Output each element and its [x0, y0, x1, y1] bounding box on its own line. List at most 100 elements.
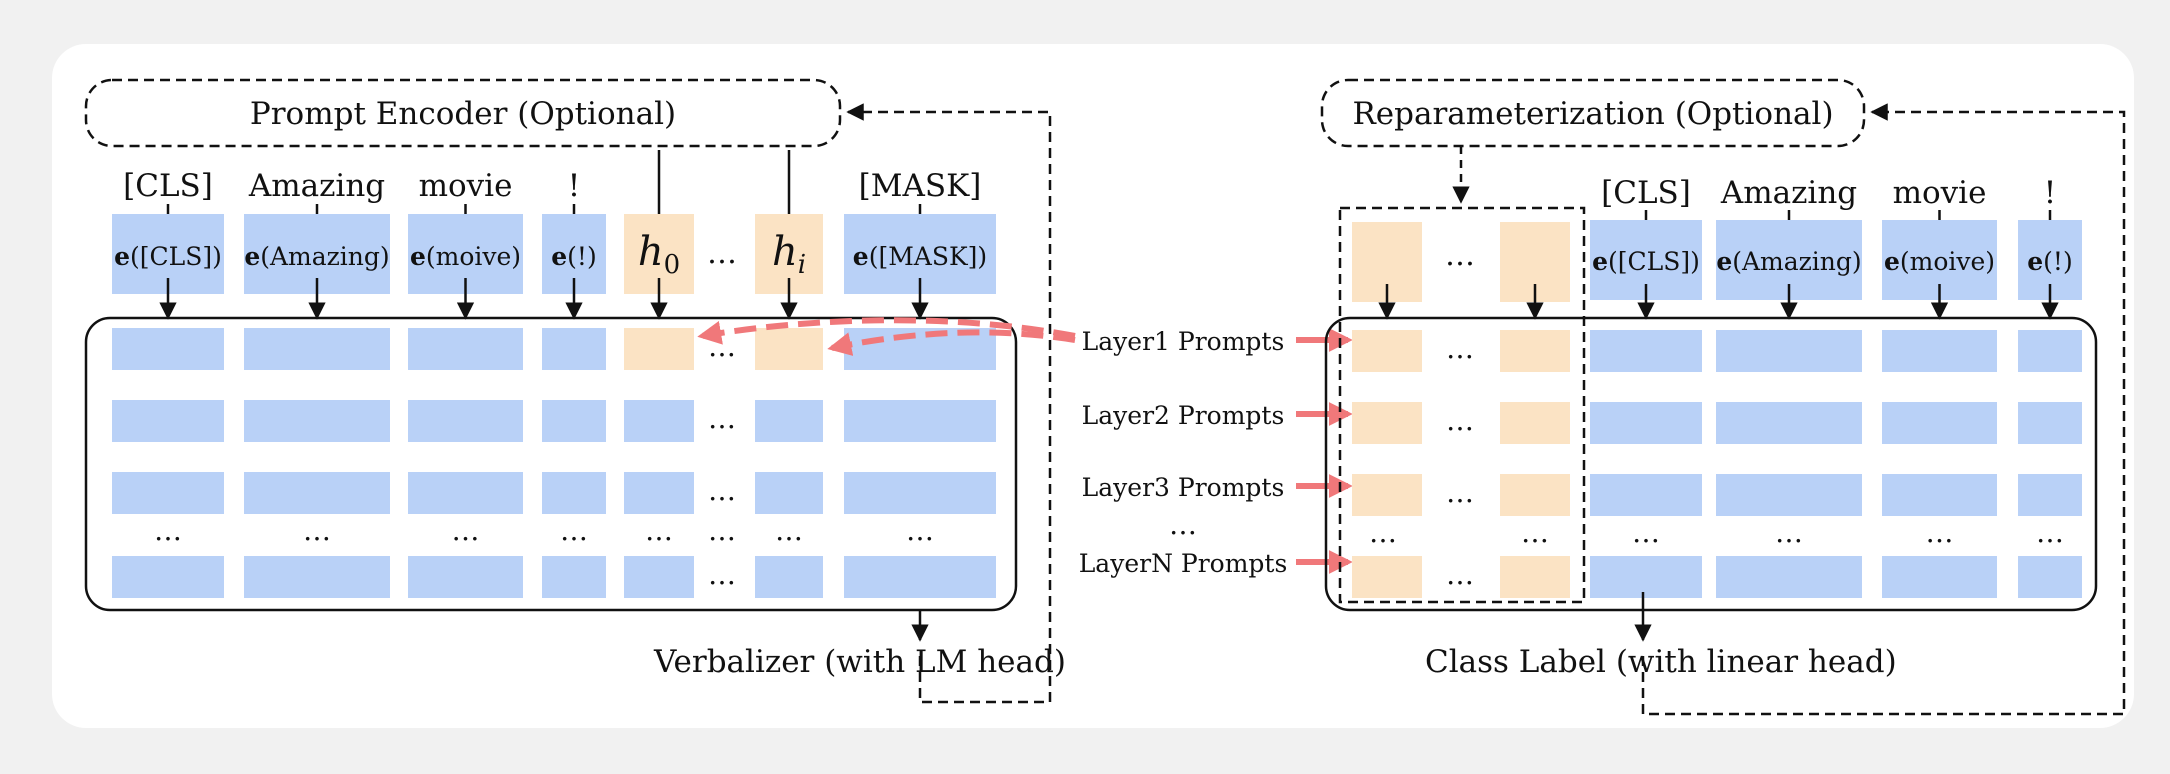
embedding-label: e(moive)	[410, 242, 521, 271]
row-dots: …	[2036, 516, 2064, 549]
layer1-to-h0-arrow	[697, 317, 1076, 345]
hidden-state-cell	[1500, 402, 1570, 444]
hidden-state-cell	[844, 556, 996, 598]
layer-prompt-label: Layer3 Prompts	[1082, 473, 1285, 502]
hidden-state-cell	[624, 556, 694, 598]
hidden-state-cell	[1500, 330, 1570, 372]
grid-dots: …	[708, 558, 736, 591]
hidden-state-cell	[408, 556, 523, 598]
embedding-label: e(moive)	[1884, 247, 1995, 276]
hidden-state-cell	[1590, 402, 1702, 444]
row-dots: …	[775, 514, 803, 547]
hidden-state-cell	[624, 472, 694, 514]
row-dots: …	[645, 514, 673, 547]
embedding-label: hi	[772, 229, 806, 280]
hidden-state-cell	[755, 328, 823, 370]
row-dots: …	[1521, 516, 1549, 549]
class-label-text: Class Label (with linear head)	[1425, 644, 1897, 680]
hidden-state-cell	[755, 556, 823, 598]
grid-dots: …	[1446, 404, 1474, 437]
hidden-state-cell	[244, 472, 390, 514]
hidden-state-cell	[542, 328, 606, 370]
row-dots: …	[1775, 516, 1803, 549]
hidden-state-cell	[1352, 402, 1422, 444]
hidden-state-cell	[2018, 330, 2082, 372]
row-dots: …	[708, 514, 736, 547]
layer-prompt-label: Layer2 Prompts	[1082, 401, 1285, 430]
token-label: [CLS]	[1601, 175, 1691, 211]
right-feedback-loop	[1641, 103, 2126, 716]
prompt-encoder-label: Prompt Encoder (Optional)	[250, 96, 676, 132]
hidden-state-cell	[408, 400, 523, 442]
token-label: !	[2044, 175, 2056, 211]
hidden-state-cell	[1716, 474, 1862, 516]
hidden-state-cell	[1716, 330, 1862, 372]
token-label: [MASK]	[859, 168, 982, 204]
hidden-state-cell	[2018, 402, 2082, 444]
hidden-state-cell	[1716, 402, 1862, 444]
hidden-state-cell	[624, 328, 694, 370]
hidden-state-cell	[624, 400, 694, 442]
hidden-state-cell	[244, 328, 390, 370]
p-tuning-v2-panel: Reparameterization (Optional) [CLS] Amazi…	[1320, 78, 2126, 716]
hidden-state-cell	[244, 400, 390, 442]
hidden-state-cell	[1352, 330, 1422, 372]
hidden-state-cell	[1590, 556, 1702, 598]
hidden-state-cell	[844, 400, 996, 442]
hidden-state-cell	[755, 400, 823, 442]
embedding-label: e([MASK])	[853, 242, 987, 271]
embedding-dots: …	[707, 236, 737, 271]
reparameterization-box	[1320, 78, 1866, 148]
grid-dots: …	[708, 474, 736, 507]
hidden-state-cell	[112, 556, 224, 598]
row-dots: …	[1632, 516, 1660, 549]
embedding-label: e(!)	[2027, 247, 2072, 276]
token-label: movie	[419, 168, 513, 204]
embedding-label: h0	[638, 229, 680, 280]
hidden-state-cell	[112, 328, 224, 370]
left-transformer-block	[84, 316, 1018, 612]
p-tuning-panel: Prompt Encoder (Optional) [CLS] Amazing mo…	[84, 78, 1066, 704]
hidden-state-cell	[755, 472, 823, 514]
layer-prompt-label: Layer1 Prompts	[1082, 327, 1285, 356]
token-label: !	[568, 168, 580, 204]
hidden-state-cell	[844, 472, 996, 514]
hidden-state-cell	[1352, 474, 1422, 516]
row-dots: …	[1369, 516, 1397, 549]
hidden-state-cell	[1590, 330, 1702, 372]
embedding-label: e([CLS])	[1592, 247, 1700, 276]
token-label: movie	[1893, 175, 1987, 211]
row-dots: …	[154, 514, 182, 547]
embedding-label: e(!)	[551, 242, 596, 271]
hidden-state-cell	[1882, 330, 1997, 372]
reparameterization-label: Reparameterization (Optional)	[1352, 96, 1833, 132]
embedding-dots: …	[1445, 238, 1475, 273]
row-dots: …	[303, 514, 331, 547]
hidden-state-cell	[1882, 556, 1997, 598]
grid-dots: …	[1446, 476, 1474, 509]
hidden-state-cell	[1882, 474, 1997, 516]
right-transformer-block	[1324, 316, 2098, 612]
embedding-label: e([CLS])	[114, 242, 222, 271]
layer-prompt-label: LayerN Prompts	[1079, 549, 1288, 578]
token-label: Amazing	[1720, 175, 1857, 211]
layer1-to-hi-arrow	[827, 329, 1076, 356]
hidden-state-cell	[542, 400, 606, 442]
grid-dots: …	[1446, 332, 1474, 365]
hidden-state-cell	[1882, 402, 1997, 444]
token-label: [CLS]	[123, 168, 213, 204]
hidden-state-cell	[112, 400, 224, 442]
embedding-label: e(Amazing)	[244, 242, 389, 271]
hidden-state-cell	[1352, 556, 1422, 598]
hidden-state-cell	[2018, 556, 2082, 598]
prompt-column-box	[1338, 206, 1586, 604]
hidden-state-cell	[2018, 474, 2082, 516]
hidden-state-cell	[408, 328, 523, 370]
token-label: Amazing	[248, 168, 385, 204]
hidden-state-cell	[542, 556, 606, 598]
verbalizer-label: Verbalizer (with LM head)	[653, 644, 1066, 680]
hidden-state-cell	[408, 472, 523, 514]
